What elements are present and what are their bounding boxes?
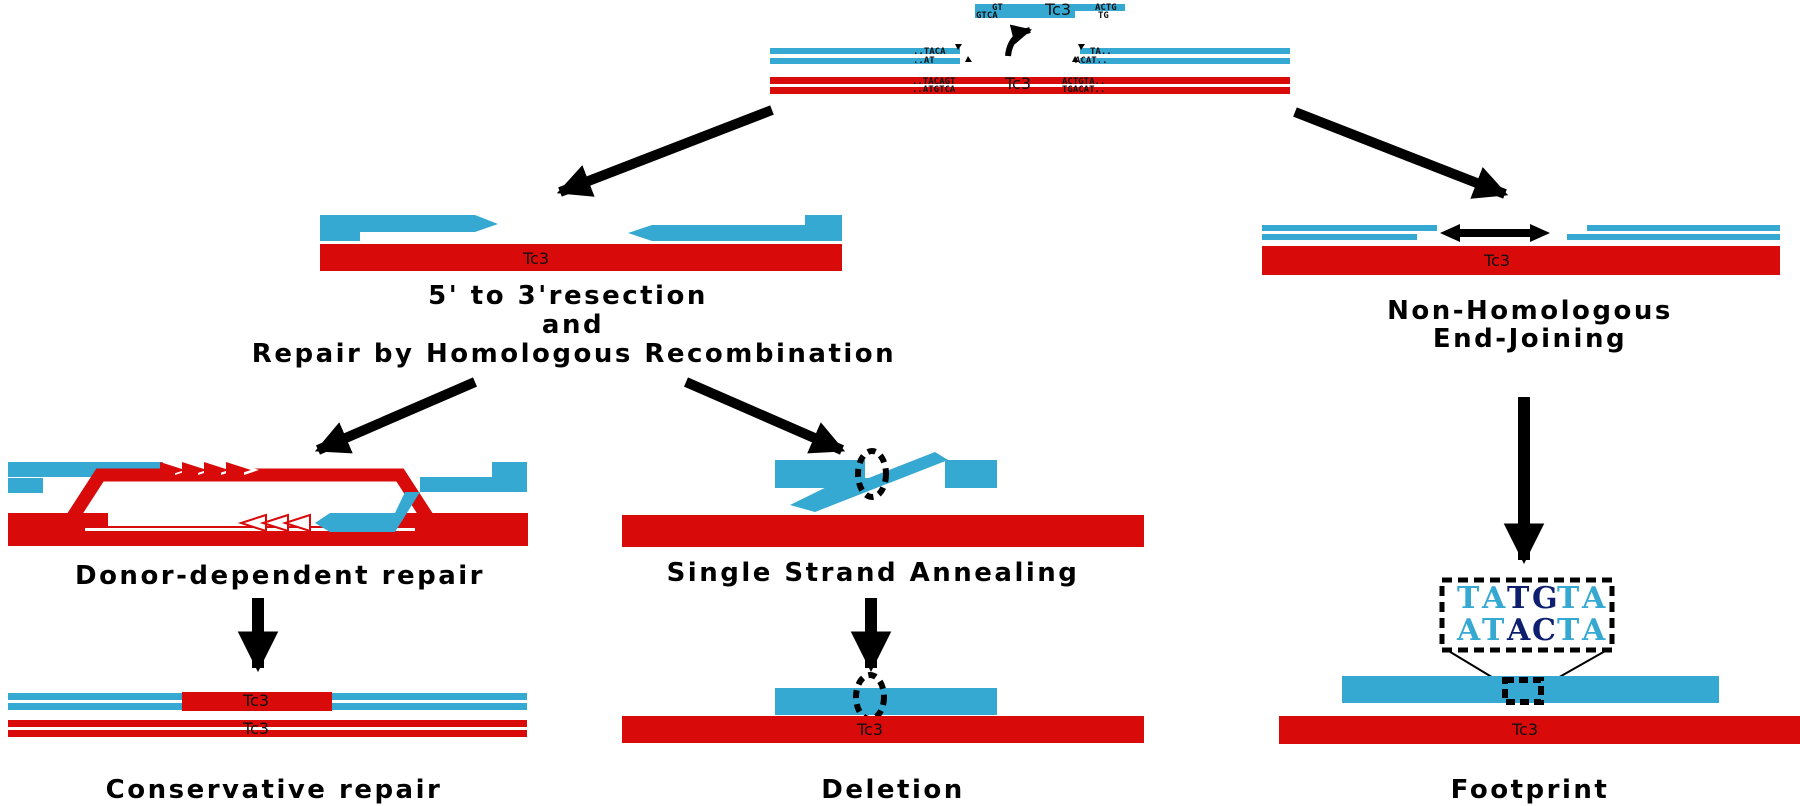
deletion-caption: Deletion xyxy=(821,775,964,805)
red-tc3-label: Tc3 xyxy=(1004,74,1031,93)
arrow-to-hr xyxy=(556,105,774,197)
excised-tc3-right-overhang xyxy=(1075,4,1125,11)
fp-bottom-5: A xyxy=(1581,613,1606,648)
arrow-to-donor xyxy=(314,377,477,455)
double-arrow-icon xyxy=(1440,224,1550,242)
conservative-tc3-upper: Tc3 xyxy=(242,691,269,710)
hr-caption-line2: and xyxy=(542,310,604,340)
tc3-right-top-seq: ACTG xyxy=(1095,3,1117,13)
deletion-tc3-label: Tc3 xyxy=(856,720,883,739)
red-left-bottom-seq: ..ATGTCA xyxy=(912,85,956,95)
tc3-left-top-seq: GT xyxy=(992,3,1003,13)
red-right-bottom-seq: TGACAT.. xyxy=(1062,85,1105,95)
deletion-panel: Tc3 Deletion xyxy=(622,672,1144,805)
resected-left-strand xyxy=(320,215,498,241)
resected-right-strand xyxy=(628,215,842,241)
deletion-red-template xyxy=(622,716,1144,743)
hr-caption-line3: Repair by Homologous Recombination xyxy=(252,339,896,369)
fp-bottom-1: T xyxy=(1482,613,1505,648)
invading-blue-strand xyxy=(315,492,420,532)
cut-blue-strands xyxy=(770,48,1290,64)
nhej-caption-line1: Non-Homologous xyxy=(1387,296,1673,326)
footprint-site-box-icon xyxy=(1502,677,1544,705)
fp-bottom-0: A xyxy=(1456,613,1481,648)
fp-top-4: T xyxy=(1557,581,1580,616)
arrow-to-nhej xyxy=(1293,107,1509,199)
ssa-red-template xyxy=(622,515,1144,547)
footprint-box xyxy=(1439,577,1615,653)
blue-left-top-seq: ..TACA xyxy=(913,47,946,57)
excision-curved-arrow-icon xyxy=(1005,24,1032,57)
nhej-red-template xyxy=(1262,246,1780,275)
nhej-panel: Tc3 Non-Homologous End-Joining xyxy=(1262,224,1780,354)
fp-top-1: A xyxy=(1481,581,1506,616)
ssa-caption: Single Strand Annealing xyxy=(667,558,1080,588)
fp-top-3: G xyxy=(1532,581,1558,616)
hr-caption-line1: 5' to 3'resection xyxy=(428,281,708,311)
cut-site-marker-icon xyxy=(955,44,1085,62)
fp-bottom-4: T xyxy=(1557,613,1580,648)
tc3-left-bottom-seq: GTCA xyxy=(976,11,998,21)
excised-tc3-element xyxy=(985,4,1075,18)
tc3-right-bottom-seq: TG xyxy=(1098,11,1109,21)
footprint-blue-strand xyxy=(1342,676,1719,703)
conservative-repair-panel: Tc3 Tc3 Conservative repair xyxy=(8,691,527,805)
fp-top-5: A xyxy=(1581,581,1606,616)
hr-resection-panel: Tc3 5' to 3'resection and Repair by Homo… xyxy=(252,215,896,369)
conservative-tc3-lower: Tc3 xyxy=(242,719,269,738)
donor-caption: Donor-dependent repair xyxy=(75,561,485,591)
footprint-tc3-label: Tc3 xyxy=(1511,720,1538,739)
blue-right-bottom-seq: ACAT.. xyxy=(1075,56,1108,66)
red-right-top-seq: ACTGTA.. xyxy=(1062,77,1105,87)
fp-top-2: T xyxy=(1507,581,1530,616)
footprint-panel: T A T G T A A T A C T A Tc3 Footprint xyxy=(1279,577,1800,805)
fp-bottom-3: C xyxy=(1532,613,1556,648)
fp-bottom-2: A xyxy=(1506,613,1531,648)
fp-top-0: T xyxy=(1457,581,1480,616)
ssa-panel: Single Strand Annealing xyxy=(622,448,1144,588)
blue-right-top-seq: TA.. xyxy=(1090,47,1112,57)
conservative-caption: Conservative repair xyxy=(106,775,443,805)
red-left-top-seq: ..TACAGT xyxy=(912,77,956,87)
footprint-caption: Footprint xyxy=(1451,775,1610,805)
excised-tc3-left-overhang xyxy=(975,4,987,18)
annealing-site-circle-icon xyxy=(855,448,889,500)
footprint-red-template xyxy=(1279,716,1800,744)
nhej-tc3-label: Tc3 xyxy=(1483,251,1510,270)
excised-tc3-label: Tc3 xyxy=(1044,0,1071,19)
blue-left-bottom-seq: ..AT xyxy=(913,56,935,66)
hr-tc3-label: Tc3 xyxy=(522,249,549,268)
excision-panel: Tc3 GT GTCA ACTG TG ..TACA ..AT TA.. ACA… xyxy=(770,0,1290,95)
donor-repair-panel: Donor-dependent repair xyxy=(8,462,528,591)
footprint-sequence-top: T A T G T A xyxy=(1457,581,1606,616)
hr-red-template xyxy=(320,244,842,271)
footprint-sequence-bottom: A T A C T A xyxy=(1456,613,1606,648)
nhej-caption-line2: End-Joining xyxy=(1433,324,1627,354)
donor-red-strands xyxy=(770,77,1290,94)
arrow-to-ssa xyxy=(684,377,846,455)
